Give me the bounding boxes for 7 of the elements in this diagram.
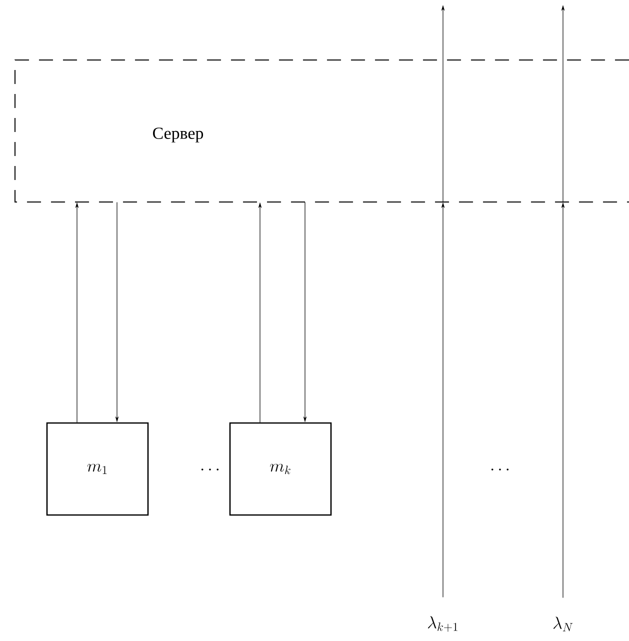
ellipsis: $\cdots$ [201,468,219,470]
ellipsis: $\cdots$ [491,468,509,470]
server-box: Сервер [14,60,629,202]
process-box: $m_1$ [46,422,149,516]
rate-label: $\lambda_{k+1}$ [428,616,458,632]
rate-label: $\lambda_N$ [553,616,573,632]
process-box: $m_k$ [229,422,332,516]
